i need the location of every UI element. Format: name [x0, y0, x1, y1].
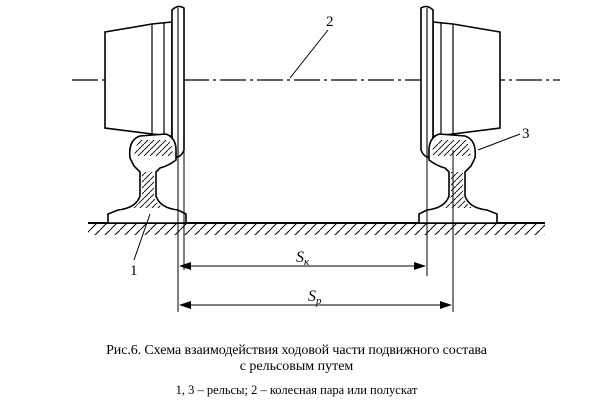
gauge-k-subscript: к [304, 256, 310, 268]
gauge-k-symbol: S [296, 249, 304, 266]
label-rail-left: 1 [130, 263, 138, 279]
label-rail-right: 3 [522, 126, 530, 142]
leader-wheelset [289, 29, 329, 79]
caption-line-1: Рис.6. Схема взаимодействия ходовой част… [106, 343, 487, 358]
left-rail [107, 133, 187, 224]
label-wheelset: 2 [326, 14, 334, 30]
right-wheel [420, 5, 501, 158]
caption-line-2: с рельсовым путем [239, 359, 354, 374]
left-wheel [104, 5, 185, 158]
leader-lines [133, 29, 521, 261]
label-gauge-p: Sр [308, 288, 322, 307]
dimension-gauge-k [179, 262, 426, 270]
gauge-p-subscript: р [315, 295, 322, 307]
caption-legend: 1, 3 – рельсы; 2 – колесная пара или пол… [175, 383, 418, 397]
gauge-p-symbol: S [308, 288, 316, 305]
extension-lines [177, 150, 454, 312]
leader-rail-right [477, 133, 521, 151]
leader-rail-left [133, 213, 151, 261]
ground [88, 222, 545, 235]
ground-hatching [88, 223, 545, 235]
dimension-gauge-p [179, 301, 452, 309]
right-rail [418, 133, 498, 224]
label-gauge-k: Sк [296, 249, 310, 268]
